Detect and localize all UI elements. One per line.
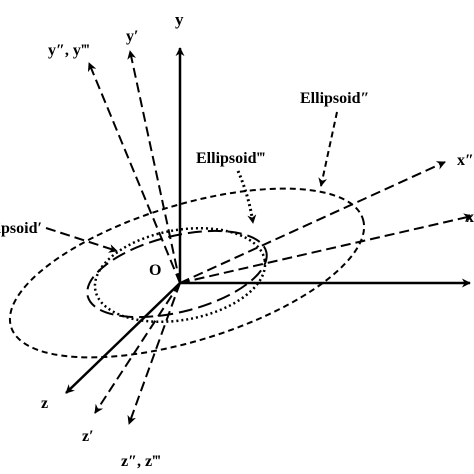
y-prime-axis xyxy=(127,50,181,284)
ellipsoid-triple-pointer xyxy=(236,170,257,224)
ellipsoid-double-label: Ellipsoid″ xyxy=(300,90,369,107)
x-double-label: x″ xyxy=(457,152,474,169)
y-axis-label: y xyxy=(175,10,184,29)
x-double-axis xyxy=(179,161,446,284)
ellipsoid-prime-pointer xyxy=(45,227,118,253)
ellipse-inner-dotted xyxy=(93,226,267,324)
z-double-triple-label: z″, z‴ xyxy=(121,453,161,470)
ellipse-middle xyxy=(86,229,268,319)
ellipse-outer xyxy=(8,187,366,359)
ellipsoid-double-pointer xyxy=(318,111,338,187)
origin-label: O xyxy=(149,262,161,279)
y-double-axis xyxy=(87,62,181,284)
ellipsoid-prime-label: Ellipsoid′ xyxy=(0,220,42,237)
y-prime-label: y′ xyxy=(126,28,139,45)
x-prime-axis xyxy=(179,213,473,284)
z-prime-axis xyxy=(94,282,181,414)
z-prime-label: z′ xyxy=(82,428,94,445)
x-prime-label: x′ xyxy=(466,209,474,226)
z-axis xyxy=(65,282,181,394)
y-double-triple-label: y″, y‴ xyxy=(48,42,90,59)
z-label: z xyxy=(41,395,48,412)
ellipsoid-triple-label: Ellipsoid‴ xyxy=(196,150,265,167)
z-double-axis xyxy=(127,282,181,425)
